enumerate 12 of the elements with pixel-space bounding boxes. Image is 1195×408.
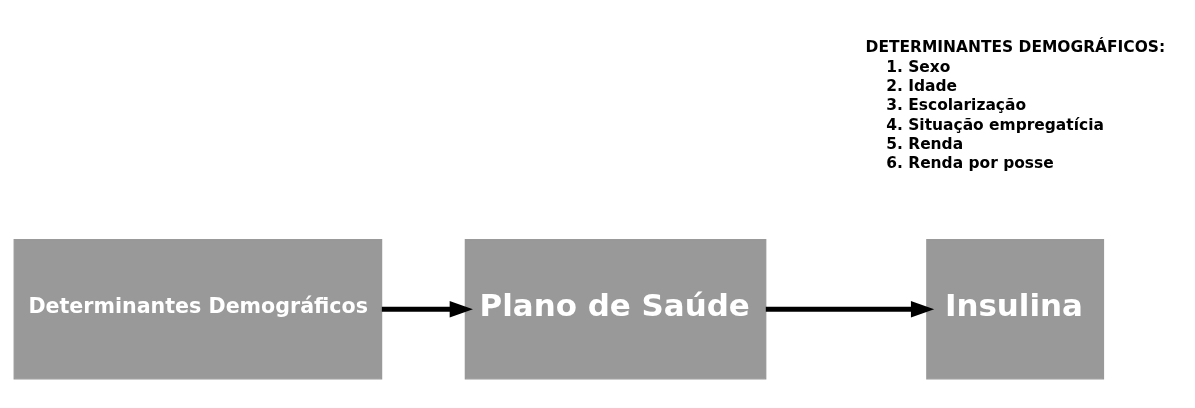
label: 6. Renda por posse <box>886 153 1054 172</box>
label: DETERMINANTES DEMOGRÁFICOS: <box>865 37 1166 56</box>
node-box: Plano de Saúde <box>464 238 767 379</box>
arrow <box>765 300 935 317</box>
label: 2. Idade <box>886 76 958 95</box>
node-box: Insulina <box>926 238 1105 379</box>
label: 1. Sexo <box>886 57 951 76</box>
arrow <box>381 300 473 317</box>
node-box: Determinantes Demográficos <box>13 238 383 379</box>
label: 4. Situação empregatícia <box>886 115 1104 134</box>
label: 3. Escolarização <box>886 95 1027 114</box>
label: 5. Renda <box>886 134 964 153</box>
